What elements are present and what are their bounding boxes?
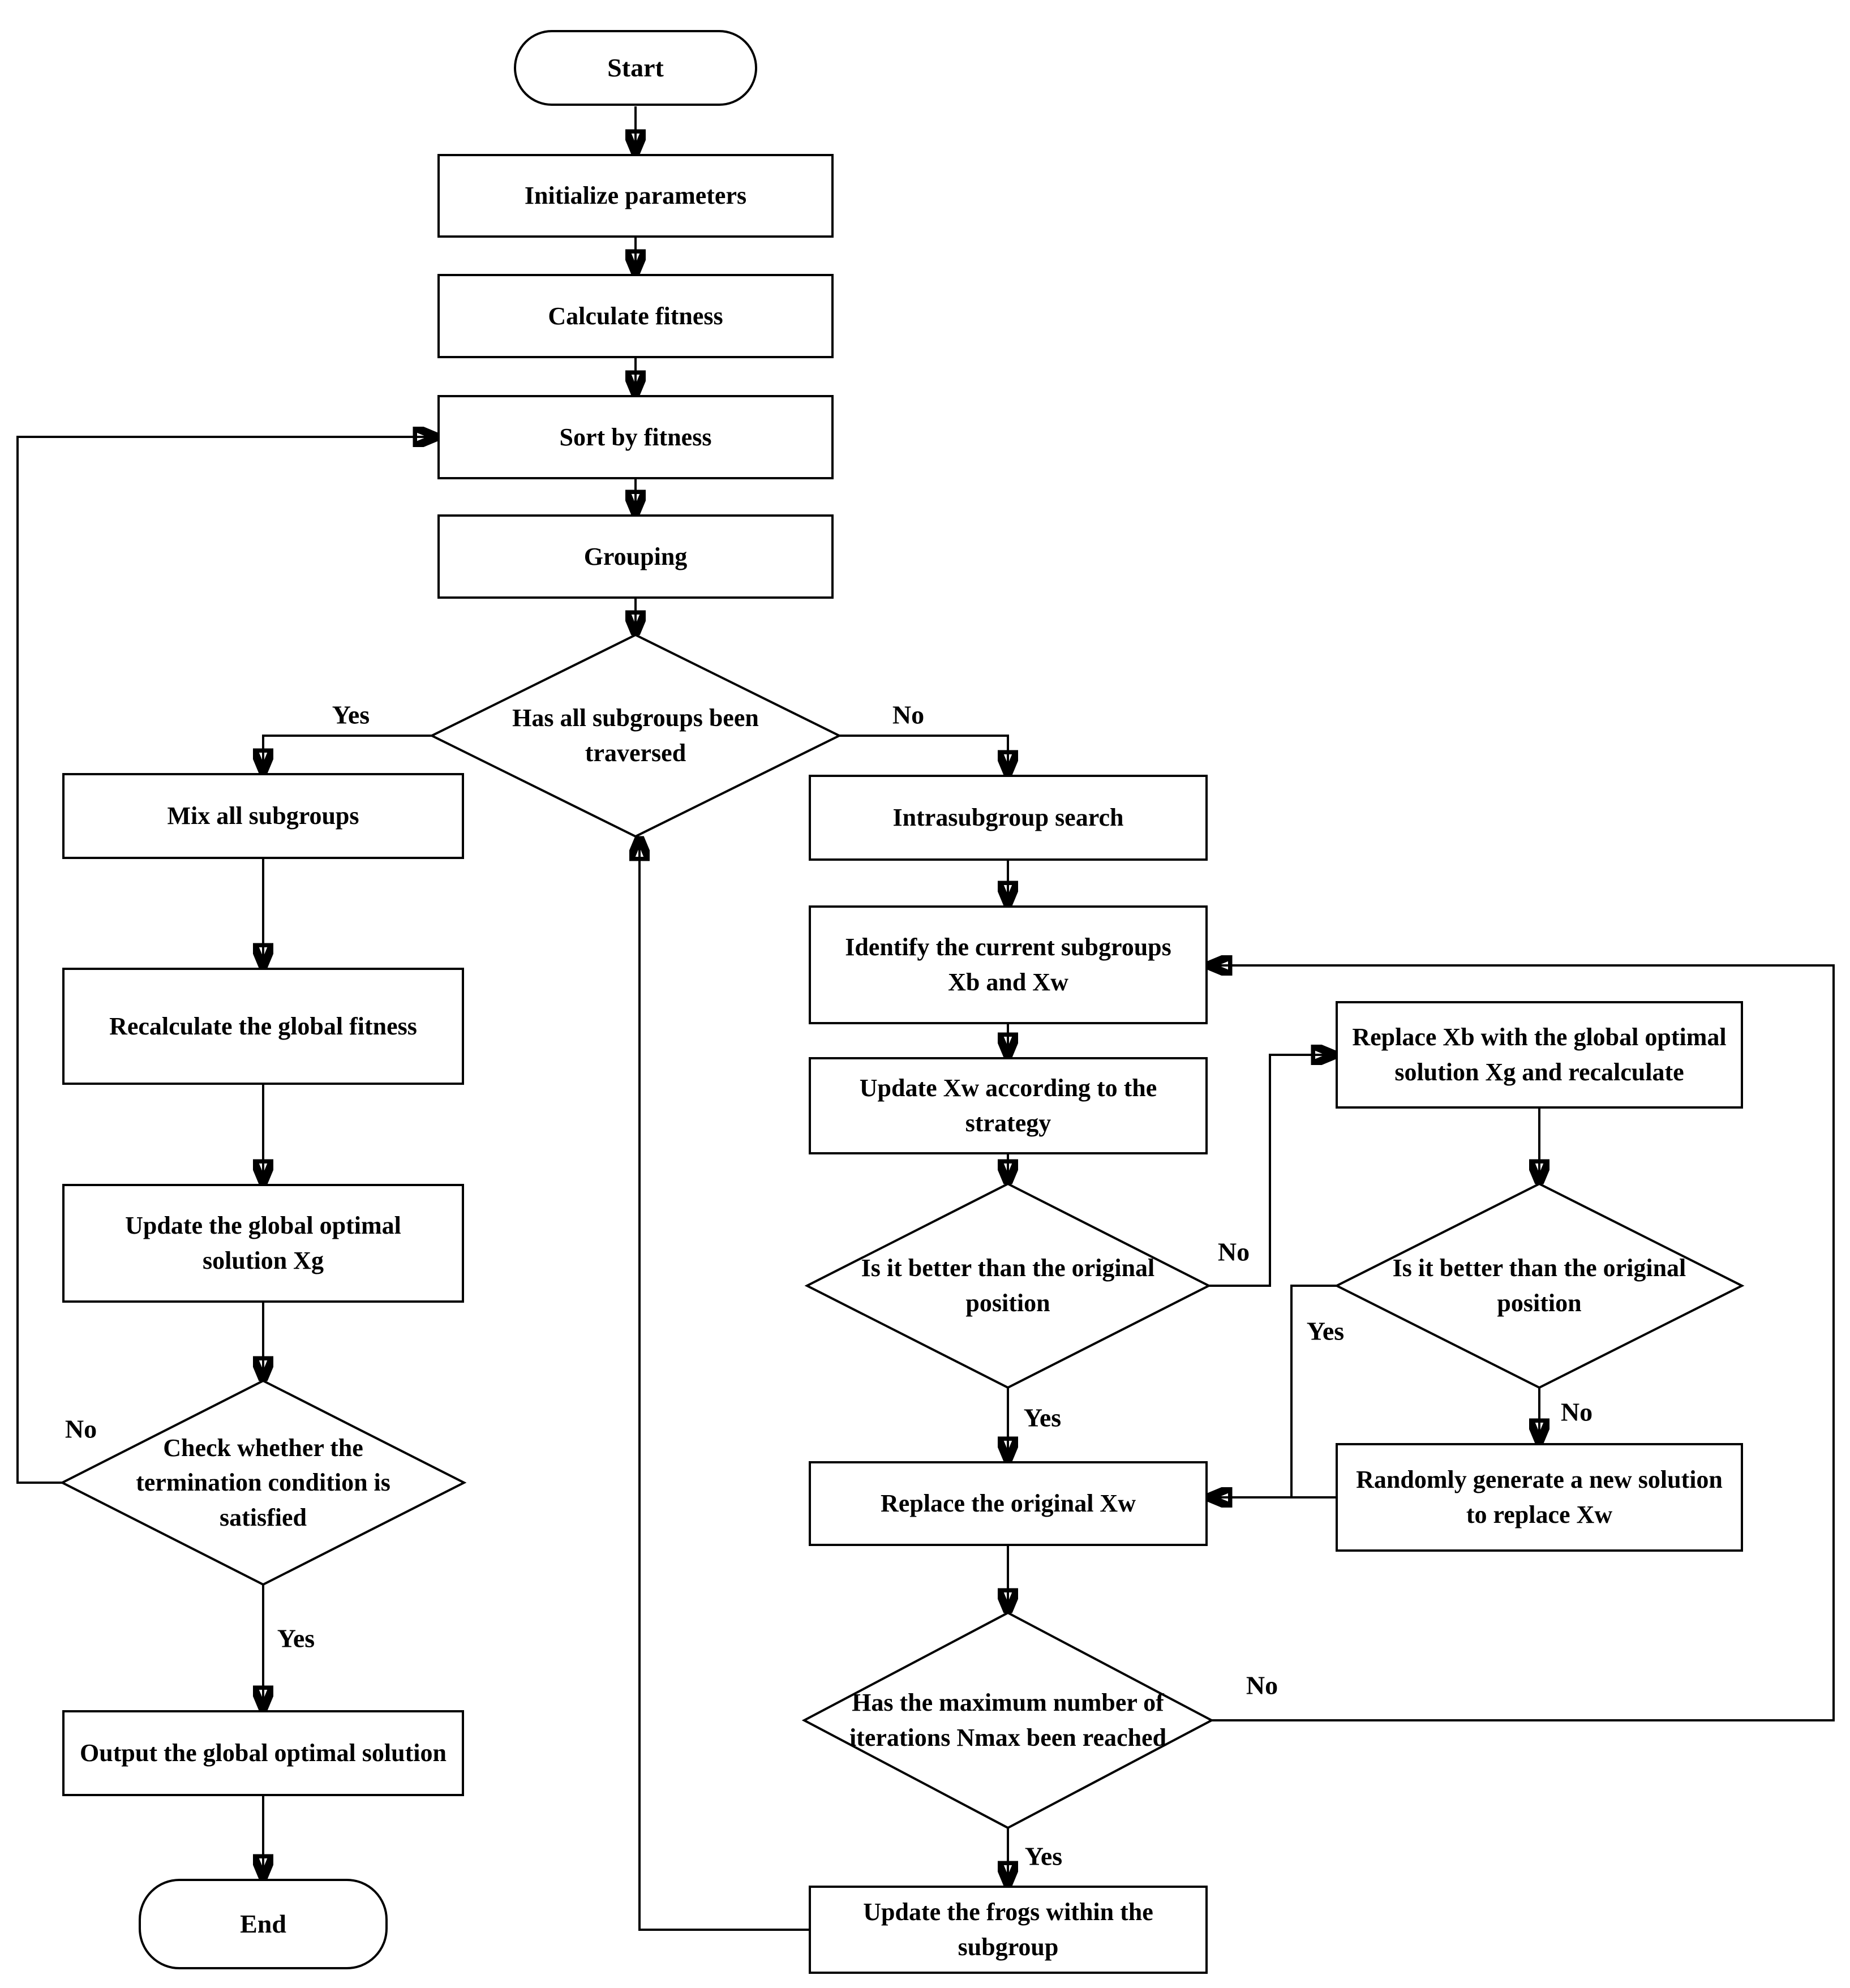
node-update-global-optimal-solution: Update the global optimal solution Xg	[62, 1184, 464, 1303]
decision-max-iterations-reached: Has the maximum number of iterations Nma…	[804, 1613, 1212, 1828]
edge-label-yes: Yes	[332, 700, 370, 729]
node-initialize-parameters: Initialize parameters	[437, 154, 834, 238]
decision-termination-condition-label: Check whether the termination condition …	[136, 1433, 390, 1531]
decision-all-subgroups-traversed: Has all subgroups been traversed	[432, 635, 839, 836]
edge-label-no: No	[1217, 1237, 1250, 1266]
edge-label-yes: Yes	[1023, 1403, 1062, 1432]
node-grouping-label: Grouping	[583, 542, 688, 570]
node-update-global-optimal-solution-label: Update the global optimal solution Xg	[125, 1212, 401, 1274]
decision-all-subgroups-traversed-label: Has all subgroups been traversed	[512, 704, 759, 767]
diamond-shape	[62, 1381, 464, 1585]
node-identify-current-subgroups: Identify the current subgroups Xb and Xw	[809, 905, 1208, 1024]
node-update-frogs-subgroup: Update the frogs within the subgroup	[809, 1886, 1208, 1974]
decision-better-than-original-2: Is it better than the original position	[1337, 1184, 1742, 1388]
node-update-xw-strategy-label: Update Xw according to the strategy	[859, 1074, 1157, 1137]
node-output-global-optimal-solution: Output the global optimal solution	[62, 1710, 464, 1796]
decision-max-iterations-reached-label: Has the maximum number of iterations Nma…	[849, 1689, 1167, 1751]
node-output-global-optimal-solution-label: Output the global optimal solution	[80, 1739, 447, 1767]
edge-label-yes: Yes	[1024, 1841, 1063, 1871]
edge-label-no: No	[65, 1414, 97, 1444]
node-update-frogs-subgroup-label: Update the frogs within the subgroup	[863, 1898, 1153, 1961]
node-intrasubgroup-search: Intrasubgroup search	[809, 775, 1208, 861]
node-replace-xb-global-optimal-label: Replace Xb with the global optimal solut…	[1352, 1023, 1727, 1086]
node-start-label: Start	[607, 53, 664, 82]
edge-label-yes: Yes	[1306, 1316, 1345, 1346]
edge-label-no: No	[1246, 1671, 1278, 1700]
node-randomly-generate-new-solution-label: Randomly generate a new solution to repl…	[1356, 1466, 1723, 1528]
decision-better-than-original-2-label: Is it better than the original position	[1392, 1254, 1686, 1317]
connector-d1-no-intra	[839, 735, 1008, 775]
node-mix-all-subgroups-label: Mix all subgroups	[167, 802, 359, 830]
connector-d4-no-identify	[1208, 965, 1835, 1721]
node-recalculate-global-fitness: Recalculate the global fitness	[62, 968, 464, 1085]
diamond-shape	[1337, 1184, 1742, 1388]
edge-label-yes: Yes	[277, 1624, 315, 1653]
decision-termination-condition: Check whether the termination condition …	[62, 1381, 464, 1585]
node-end-label: End	[240, 1909, 286, 1938]
node-identify-current-subgroups-label: Identify the current subgroups Xb and Xw	[845, 933, 1171, 996]
node-end: End	[139, 1879, 388, 1969]
node-calculate-fitness-label: Calculate fitness	[548, 302, 723, 330]
edge-label-no: No	[892, 700, 925, 729]
edge-label-no: No	[1560, 1397, 1593, 1427]
connector-d1-yes-mix	[263, 735, 432, 773]
node-sort-by-fitness-label: Sort by fitness	[559, 423, 712, 451]
node-intrasubgroup-search-label: Intrasubgroup search	[892, 804, 1124, 832]
node-initialize-parameters-label: Initialize parameters	[524, 182, 747, 210]
node-replace-original-xw: Replace the original Xw	[809, 1461, 1208, 1546]
node-replace-xb-global-optimal: Replace Xb with the global optimal solut…	[1336, 1001, 1743, 1109]
node-recalculate-global-fitness-label: Recalculate the global fitness	[109, 1012, 417, 1040]
node-calculate-fitness: Calculate fitness	[437, 274, 834, 358]
node-sort-by-fitness: Sort by fitness	[437, 395, 834, 479]
node-update-xw-strategy: Update Xw according to the strategy	[809, 1057, 1208, 1154]
decision-better-than-original-1: Is it better than the original position	[807, 1184, 1209, 1388]
diamond-shape	[807, 1184, 1209, 1388]
diamond-shape	[804, 1613, 1212, 1828]
node-randomly-generate-new-solution: Randomly generate a new solution to repl…	[1336, 1443, 1743, 1552]
connector-d3-no-replxb	[1209, 1055, 1336, 1287]
connector-d5-yes-join	[1290, 1285, 1337, 1497]
node-replace-original-xw-label: Replace the original Xw	[881, 1489, 1136, 1518]
node-start: Start	[514, 30, 757, 106]
connector-updfrogs-d1	[639, 836, 809, 1931]
connector-d2-no-sort	[16, 437, 437, 1484]
node-grouping: Grouping	[437, 514, 834, 599]
decision-better-than-original-1-label: Is it better than the original position	[861, 1254, 1155, 1317]
node-mix-all-subgroups: Mix all subgroups	[62, 773, 464, 859]
